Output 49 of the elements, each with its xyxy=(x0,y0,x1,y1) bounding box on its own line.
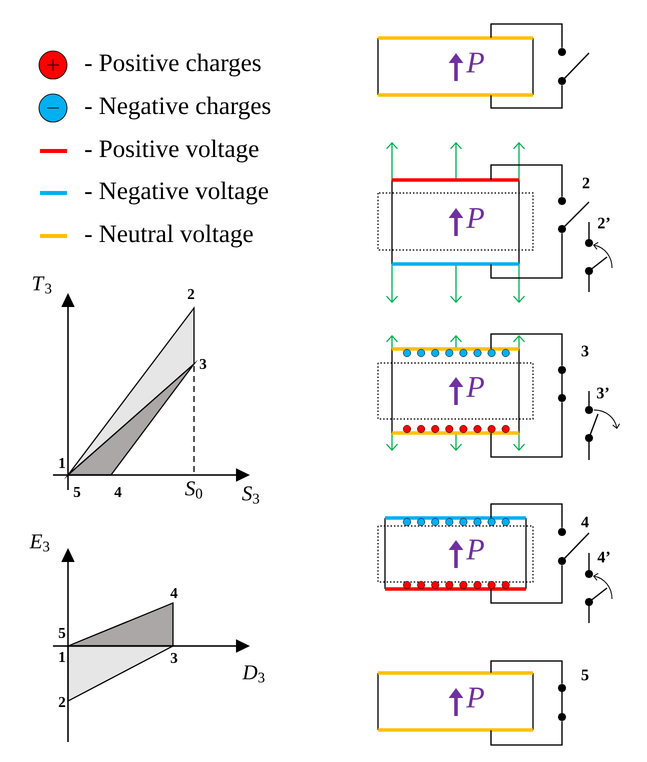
state-label: 5 xyxy=(582,670,588,680)
axis-label: D$_{3}$ xyxy=(242,666,264,682)
point-label: 5 xyxy=(58,628,66,638)
state-label: 2’ xyxy=(598,218,610,228)
circuit-wire xyxy=(490,660,563,684)
state-label: 4’ xyxy=(598,552,610,562)
legend-text: - Positive voltage xyxy=(85,140,258,162)
switch xyxy=(558,48,590,85)
point-label: 5 xyxy=(74,487,80,497)
point-label: 3 xyxy=(170,652,178,664)
state-label: 3’ xyxy=(596,388,609,398)
point-label: 4 xyxy=(114,487,122,497)
capacitor: P xyxy=(391,178,520,266)
circuit-wire xyxy=(490,85,563,109)
axis-label: T$_{3}$ xyxy=(33,276,52,294)
legend-text: - Positive charges xyxy=(85,54,261,76)
capacitor: P xyxy=(377,36,534,97)
axis-label: E$_{3}$ xyxy=(29,534,50,552)
legend-text: - Negative voltage xyxy=(85,182,268,204)
capacitor: P xyxy=(391,347,520,435)
capacitor: P xyxy=(384,516,527,591)
circuit-wire xyxy=(490,565,563,604)
switch xyxy=(558,528,590,565)
point-label: 1 xyxy=(59,652,65,662)
legend-text: - Neutral voltage xyxy=(85,224,253,248)
point-label: 2 xyxy=(188,289,194,299)
circuit-wire xyxy=(490,503,563,528)
switch xyxy=(558,366,566,402)
point-label: 4 xyxy=(170,588,178,598)
state-label: 4 xyxy=(581,516,589,528)
axis-label: S$_{0}$ xyxy=(185,481,202,499)
switch xyxy=(585,552,608,624)
switch xyxy=(585,390,599,461)
state-label: 3 xyxy=(582,346,588,356)
point-label: 2 xyxy=(58,697,66,707)
circuit-wire xyxy=(490,23,563,48)
circuit-wire xyxy=(490,402,563,458)
axis-label: S$_{3}$ xyxy=(242,486,260,504)
circuit-wire xyxy=(490,233,563,279)
circuit-wire xyxy=(490,164,563,197)
capacitor: P xyxy=(377,671,534,732)
point-label: 3 xyxy=(200,358,206,370)
point-label: 1 xyxy=(59,458,65,468)
switch xyxy=(558,197,590,233)
circuit-wire xyxy=(490,721,563,746)
state-label: 2 xyxy=(582,178,590,188)
circuit-wire xyxy=(490,333,563,366)
legend-text: - Negative charges xyxy=(85,96,270,120)
switch xyxy=(558,684,566,721)
